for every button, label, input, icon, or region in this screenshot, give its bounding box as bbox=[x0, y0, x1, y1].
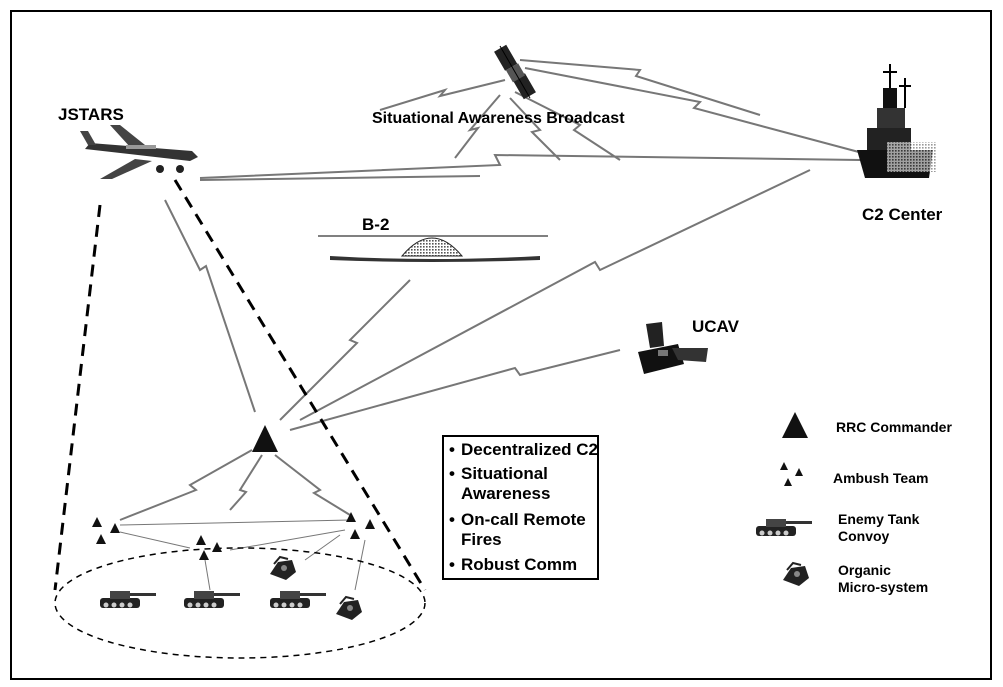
broadcast-label: Situational Awareness Broadcast bbox=[372, 110, 625, 127]
stealth-bomber-icon bbox=[318, 235, 548, 262]
legend-organic-1: Organic bbox=[838, 562, 891, 578]
feature-situational: Situational bbox=[461, 464, 548, 483]
ucav-label: UCAV bbox=[692, 317, 740, 336]
feature-decentralized-c2: Decentralized C2 bbox=[461, 440, 598, 459]
feature-bullet: • bbox=[449, 440, 455, 459]
features-box bbox=[442, 435, 599, 580]
coverage-cone bbox=[53, 179, 427, 591]
legend: RRC Commander Ambush Team Enemy Tank Con… bbox=[756, 412, 952, 595]
jstars-label: JSTARS bbox=[58, 105, 124, 124]
feature-bullet: • bbox=[449, 464, 455, 483]
ambush-team-center bbox=[196, 535, 222, 560]
legend-micro-system-icon bbox=[782, 562, 810, 587]
warship-icon bbox=[857, 64, 937, 178]
b2-label: B-2 bbox=[362, 215, 389, 234]
feature-awareness: Awareness bbox=[461, 484, 550, 503]
feature-on-call: On-call Remote bbox=[461, 510, 586, 529]
ucav-icon bbox=[638, 322, 708, 374]
legend-tank-icon bbox=[756, 519, 812, 536]
satellite-icon bbox=[494, 44, 536, 100]
feature-robust-comm: Robust Comm bbox=[461, 555, 577, 574]
ambush-team-left bbox=[92, 517, 120, 544]
feature-fires: Fires bbox=[461, 530, 502, 549]
legend-rrc-commander: RRC Commander bbox=[836, 419, 952, 435]
micro-system-icon bbox=[269, 556, 297, 581]
legend-organic-2: Micro-system bbox=[838, 579, 928, 595]
frame-border bbox=[10, 10, 992, 680]
comm-links bbox=[119, 59, 871, 591]
legend-ambush-team: Ambush Team bbox=[833, 470, 928, 486]
legend-commander-icon bbox=[782, 412, 808, 438]
c2-center-label: C2 Center bbox=[862, 205, 943, 224]
ambush-team-right bbox=[346, 512, 375, 539]
tank-icon bbox=[184, 591, 240, 608]
target-area-ellipse bbox=[54, 547, 426, 659]
aircraft-icon bbox=[80, 125, 198, 179]
legend-ambush-icon bbox=[780, 462, 803, 486]
tank-icon bbox=[100, 591, 156, 608]
feature-bullet: • bbox=[449, 510, 455, 529]
legend-enemy-tank-2: Convoy bbox=[838, 528, 890, 544]
commander-triangle-icon bbox=[252, 425, 278, 452]
legend-enemy-tank-1: Enemy Tank bbox=[838, 511, 920, 527]
tank-icon bbox=[270, 591, 326, 608]
feature-bullet: • bbox=[449, 555, 455, 574]
micro-system-icon bbox=[335, 596, 363, 621]
